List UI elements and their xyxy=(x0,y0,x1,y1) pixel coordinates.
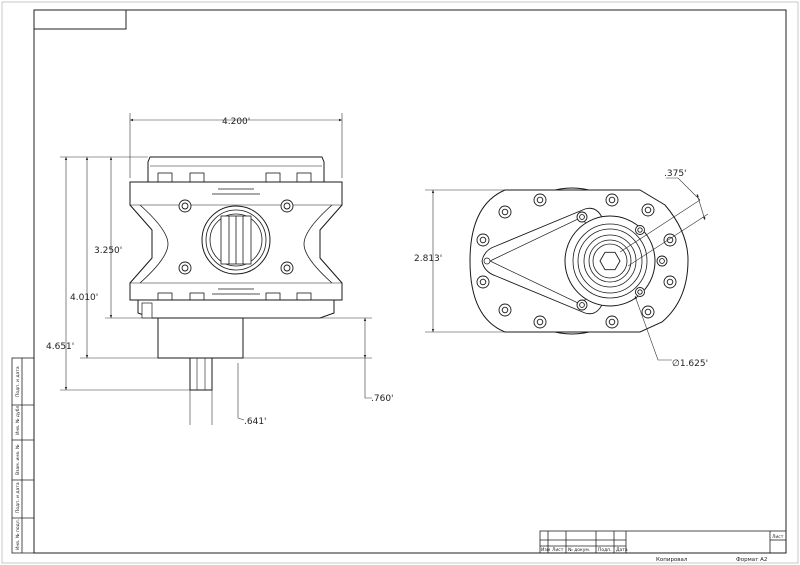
title-block-labels: Изм Лист № докум. Подп. Дата Лист Копиро… xyxy=(541,534,784,563)
strip-label-3: Взам. инв. № xyxy=(15,444,21,475)
front-dimensions xyxy=(60,113,372,425)
strip-label-4: Подп. и дата xyxy=(15,482,21,513)
central-port xyxy=(201,205,271,275)
front-dimension-labels: 4.200' 3.250' 4.010' 4.651' .760' .641' xyxy=(46,117,394,427)
tb-col-izm: Изм xyxy=(541,547,550,553)
tb-copied: Копировал xyxy=(656,557,688,563)
top-bolt-tabs xyxy=(157,172,312,183)
tb-col-list: Лист xyxy=(552,547,564,553)
tb-col-sign: Подп. xyxy=(598,547,612,553)
side-dimensions xyxy=(425,177,709,361)
dim-diameter: ∅1.625' xyxy=(672,359,708,369)
strip-label-1: Подп. и дата xyxy=(15,366,21,397)
tb-format: Формат A2 xyxy=(736,557,767,563)
strip-label-5: Инв. № подл. xyxy=(15,519,21,550)
dim-side-height: 2.813' xyxy=(414,254,442,264)
title-block xyxy=(539,530,787,554)
strip-label-2: Инв. № дубл. xyxy=(15,404,21,435)
side-strip-labels: Подп. и дата Инв. № дубл. Взам. инв. № П… xyxy=(15,366,21,550)
side-strip xyxy=(11,357,35,554)
base-block xyxy=(157,317,244,359)
hex-socket xyxy=(599,251,621,271)
tb-sheet: Лист xyxy=(772,534,784,540)
front-view xyxy=(129,156,343,391)
dim-width: 4.200' xyxy=(222,117,250,127)
side-dimension-labels: 2.813' .375' ∅1.625' xyxy=(414,169,708,369)
shaft xyxy=(189,357,213,391)
side-bolts xyxy=(476,193,677,329)
tb-col-date: Дата xyxy=(616,547,628,553)
dim-shaft: .641' xyxy=(244,417,267,427)
tb-col-doc: № докум. xyxy=(568,547,590,553)
dim-upper-height: 4.010' xyxy=(70,293,98,303)
dim-body-height: 3.250' xyxy=(94,246,122,256)
dim-total-height: 4.651' xyxy=(46,342,74,352)
dim-bore: .375' xyxy=(664,169,687,179)
dim-base: .760' xyxy=(371,394,394,404)
side-view xyxy=(469,187,689,335)
front-bolts xyxy=(178,199,294,275)
bearing-rings xyxy=(564,215,656,307)
bottom-plate xyxy=(137,299,335,319)
